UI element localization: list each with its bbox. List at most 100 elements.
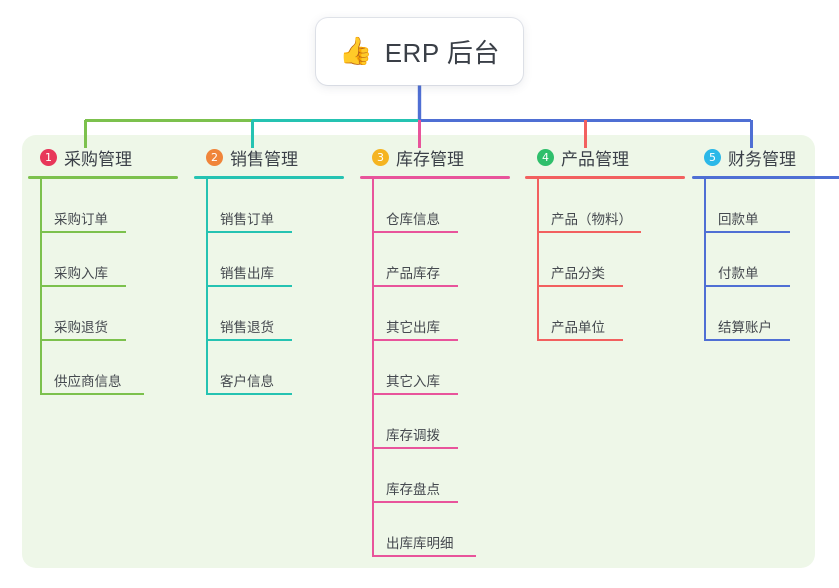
- branch-title: 财务管理: [728, 149, 796, 169]
- branch-item[interactable]: 销售订单: [206, 179, 344, 233]
- branch-item-label: 其它出库: [386, 320, 440, 335]
- branch-item[interactable]: 产品（物料）: [537, 179, 685, 233]
- branch-item[interactable]: 出库库明细: [372, 503, 510, 557]
- branch-column-1: 1 采购管理采购订单采购入库采购退货供应商信息: [28, 144, 178, 395]
- branch-item-underline: [372, 339, 458, 341]
- branch-item[interactable]: 产品单位: [537, 287, 685, 341]
- branch-item[interactable]: 付款单: [704, 233, 839, 287]
- branch-header-4[interactable]: 4 产品管理: [525, 144, 685, 170]
- branch-number-badge: 3: [372, 148, 389, 166]
- branch-underline: [194, 176, 344, 179]
- branch-item-label: 产品分类: [551, 266, 605, 281]
- branch-item-label: 结算账户: [718, 320, 772, 335]
- branch-item-list: 销售订单销售出库销售退货客户信息: [194, 179, 344, 395]
- branch-item[interactable]: 库存调拨: [372, 395, 510, 449]
- branch-item-label: 销售订单: [220, 212, 274, 227]
- branch-item-underline: [206, 231, 292, 233]
- branch-item-label: 付款单: [718, 266, 759, 281]
- branch-item[interactable]: 供应商信息: [40, 341, 178, 395]
- branch-item[interactable]: 结算账户: [704, 287, 839, 341]
- branch-item[interactable]: 采购入库: [40, 233, 178, 287]
- branch-item-list: 仓库信息产品库存其它出库其它入库库存调拨库存盘点出库库明细: [360, 179, 510, 557]
- branch-trunk-line: [40, 179, 42, 395]
- branch-trunk-line: [704, 179, 706, 341]
- branch-number-badge: 1: [40, 148, 57, 166]
- branch-item-underline: [206, 285, 292, 287]
- root-title: ERP 后台: [384, 38, 500, 68]
- branch-item-underline: [40, 339, 126, 341]
- branch-item[interactable]: 库存盘点: [372, 449, 510, 503]
- branch-item-underline: [206, 339, 292, 341]
- branch-title: 产品管理: [561, 149, 629, 169]
- branch-item-underline: [704, 285, 790, 287]
- branch-item-label: 库存盘点: [386, 482, 440, 497]
- thumbs-up-icon: 👍: [339, 36, 373, 67]
- branch-item-label: 库存调拨: [386, 428, 440, 443]
- branch-item[interactable]: 采购退货: [40, 287, 178, 341]
- branch-title: 库存管理: [396, 149, 464, 169]
- branch-item-underline: [372, 285, 458, 287]
- branch-number-badge: 2: [206, 148, 223, 166]
- branch-item-list: 回款单付款单结算账户: [692, 179, 839, 341]
- branch-header-5[interactable]: 5 财务管理: [692, 144, 839, 170]
- branch-item-underline: [704, 339, 790, 341]
- branch-header-3[interactable]: 3 库存管理: [360, 144, 510, 170]
- branch-underline: [360, 176, 510, 179]
- branch-item-underline: [40, 393, 144, 395]
- branch-number-badge: 4: [537, 148, 554, 166]
- branch-item[interactable]: 销售出库: [206, 233, 344, 287]
- branch-title: 采购管理: [64, 149, 132, 169]
- branch-item-label: 产品单位: [551, 320, 605, 335]
- branch-item-label: 其它入库: [386, 374, 440, 389]
- branch-item-underline: [372, 447, 458, 449]
- branch-item[interactable]: 回款单: [704, 179, 839, 233]
- branch-header-2[interactable]: 2 销售管理: [194, 144, 344, 170]
- branch-item-label: 出库库明细: [386, 536, 454, 551]
- branch-item[interactable]: 产品分类: [537, 233, 685, 287]
- root-node[interactable]: 👍 ERP 后台: [316, 18, 523, 85]
- branch-item[interactable]: 其它入库: [372, 341, 510, 395]
- branch-item[interactable]: 客户信息: [206, 341, 344, 395]
- branch-item-underline: [40, 285, 126, 287]
- branch-item-underline: [372, 393, 458, 395]
- branch-item[interactable]: 产品库存: [372, 233, 510, 287]
- branches-panel: [22, 135, 815, 568]
- branch-item-underline: [372, 555, 476, 557]
- branch-column-2: 2 销售管理销售订单销售出库销售退货客户信息: [194, 144, 344, 395]
- branch-item-label: 仓库信息: [386, 212, 440, 227]
- branch-item-list: 产品（物料） 产品分类产品单位: [525, 179, 685, 341]
- branch-number-badge: 5: [704, 148, 721, 166]
- branch-item-label: 产品（物料）: [551, 212, 632, 227]
- branch-trunk-line: [537, 179, 539, 341]
- branch-item-label: 采购订单: [54, 212, 108, 227]
- branch-item-underline: [372, 231, 458, 233]
- branch-item-underline: [40, 231, 126, 233]
- branch-item-label: 销售退货: [220, 320, 274, 335]
- branch-item-underline: [537, 231, 641, 233]
- branch-column-5: 5 财务管理回款单付款单结算账户: [692, 144, 839, 341]
- branch-item-underline: [537, 339, 623, 341]
- branch-item-label: 产品库存: [386, 266, 440, 281]
- branch-underline: [28, 176, 178, 179]
- branch-item-label: 采购入库: [54, 266, 108, 281]
- branch-underline: [692, 176, 839, 179]
- branch-item-underline: [206, 393, 292, 395]
- branch-item[interactable]: 销售退货: [206, 287, 344, 341]
- branch-item-underline: [372, 501, 458, 503]
- branch-column-3: 3 库存管理仓库信息产品库存其它出库其它入库库存调拨库存盘点出库库明细: [360, 144, 510, 557]
- branch-underline: [525, 176, 685, 179]
- branch-item[interactable]: 采购订单: [40, 179, 178, 233]
- branch-trunk-line: [206, 179, 208, 395]
- branch-item-list: 采购订单采购入库采购退货供应商信息: [28, 179, 178, 395]
- branch-item[interactable]: 仓库信息: [372, 179, 510, 233]
- branch-item-label: 销售出库: [220, 266, 274, 281]
- branch-item-underline: [704, 231, 790, 233]
- branch-header-1[interactable]: 1 采购管理: [28, 144, 178, 170]
- branch-trunk-line: [372, 179, 374, 557]
- branch-item-underline: [537, 285, 623, 287]
- branch-item[interactable]: 其它出库: [372, 287, 510, 341]
- branch-column-4: 4 产品管理产品（物料） 产品分类产品单位: [525, 144, 685, 341]
- branch-title: 销售管理: [230, 149, 298, 169]
